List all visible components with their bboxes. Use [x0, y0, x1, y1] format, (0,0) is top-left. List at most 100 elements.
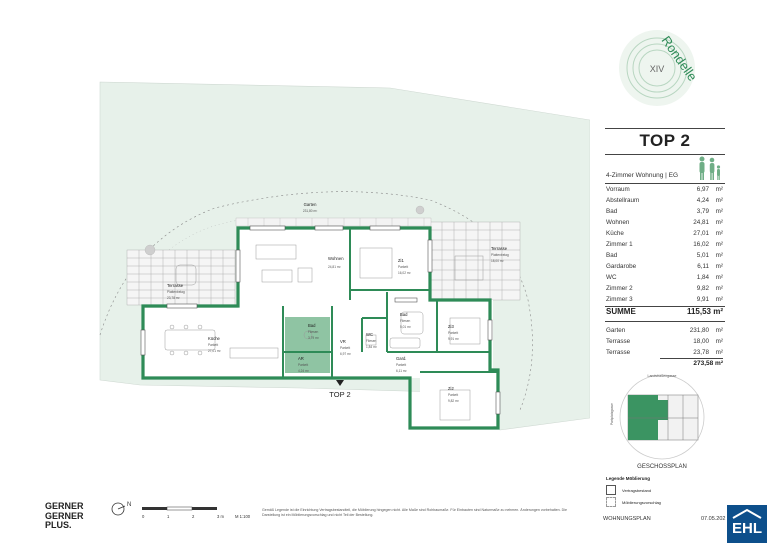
sum-label: SUMME	[606, 307, 636, 316]
room-name: Zimmer 2	[606, 285, 633, 292]
room-unit: m²	[715, 208, 723, 215]
room-name: Küche	[606, 230, 624, 237]
unit-subtitle: 4-Zimmer Wohnung | EG	[606, 172, 679, 179]
room-ar-highlight	[285, 353, 330, 373]
logo-numeral: XIV	[650, 64, 665, 74]
developer-logo: GERNER GERNER PLUS.	[45, 501, 84, 531]
legend-swatch-furniture	[606, 497, 616, 507]
outdoor-area: 18,00	[693, 338, 709, 345]
trees	[144, 205, 425, 256]
label-terrasse-left: Terrasse	[167, 283, 184, 288]
terrace-left	[126, 249, 236, 306]
label-ar: AR	[298, 356, 304, 361]
entrance-arrow-icon	[336, 380, 344, 386]
label-wc: WC	[366, 332, 373, 337]
room-unit: m²	[715, 296, 723, 303]
scale-ratio: M 1:100	[235, 514, 251, 519]
label-garten: Garten	[304, 202, 317, 207]
room-name: WC	[606, 274, 617, 281]
rondelle-logo: XIV Rondelle	[619, 30, 700, 106]
outdoor-unit: m²	[715, 338, 723, 345]
label-gard-sub: Parkett	[396, 363, 406, 367]
room-unit: m²	[715, 241, 723, 248]
label-bad1-area: 3,79 m²	[308, 336, 319, 340]
label-terrasse-right-area: 18,00 m²	[491, 259, 504, 263]
room-unit: m²	[715, 285, 723, 292]
room-row: Wohnen 24,81 m²	[606, 219, 723, 230]
room-area: 6,11	[697, 263, 709, 270]
legend-title: Legende Möblierung	[606, 476, 651, 481]
room-unit: m²	[715, 274, 723, 281]
developer-line: GERNER	[45, 501, 84, 511]
label-ar-sub: Parkett	[298, 363, 308, 367]
room-area: 24,81	[693, 219, 709, 226]
outdoor-total: 273,58 m²	[693, 360, 723, 367]
key-plan: Landstraßengasse Parkplatzgasse GESCHOSS…	[610, 374, 705, 470]
keyplan-caption: GESCHOSSPLAN	[637, 464, 687, 470]
ehl-logo-text: EHL	[732, 520, 762, 537]
label-zi1: Zi1	[398, 258, 404, 263]
developer-line: GERNER	[45, 510, 84, 521]
north-arrow-icon: N	[111, 502, 131, 516]
room-unit: m²	[715, 230, 723, 237]
room-name: Wohnen	[606, 219, 630, 226]
room-area: 27,01	[693, 230, 709, 237]
outdoor-total-rule	[660, 358, 723, 359]
outdoor-row: Garten 231,80 m²	[606, 327, 723, 338]
windows	[140, 225, 501, 415]
label-bad2-area: 5,01 m²	[400, 325, 411, 329]
developer-line: PLUS.	[45, 520, 72, 530]
label-terrasse-right: Terrasse	[491, 246, 508, 251]
label-bad2: Bad	[400, 312, 408, 317]
legend-swatch-contract	[606, 485, 616, 495]
sum-rule-bottom	[605, 321, 725, 322]
room-area: 16,02	[693, 241, 709, 248]
label-zi1-sub: Parkett	[398, 265, 408, 269]
outdoor-unit: m²	[715, 327, 723, 334]
label-vr: VR	[340, 339, 346, 344]
label-bad1-sub: Fliesen	[308, 330, 319, 334]
room-name: Zimmer 3	[606, 296, 633, 303]
room-row: Zimmer 2 9,82 m²	[606, 285, 723, 296]
label-terrasse-right-sub: Plattenbelag	[491, 253, 509, 257]
label-bad1: Bad	[308, 323, 316, 328]
doc-label: WOHNUNGSPLAN	[603, 516, 651, 522]
room-area: 9,82	[696, 285, 709, 292]
outdoor-area: 231,80	[689, 327, 709, 334]
scale-tick: 3 m	[217, 514, 224, 519]
label-garten-area: 231,80 m²	[303, 209, 317, 213]
label-zi2: Zi2	[448, 386, 454, 391]
outdoor-name: Garten	[606, 327, 626, 334]
label-gard-area: 6,11 m²	[396, 369, 407, 373]
room-area: 3,79	[696, 208, 709, 215]
outdoor-name: Terrasse	[606, 338, 631, 345]
label-bad2-sub: Fliesen	[400, 319, 411, 323]
outdoor-name: Terrasse	[606, 349, 631, 356]
scale-tick: 2	[192, 514, 195, 519]
label-vr-sub: Parkett	[340, 346, 350, 350]
keyplan-left-street: Parkplatzgasse	[610, 403, 614, 425]
room-name: Gardarobe	[606, 263, 637, 270]
scale-bar: 0 1 2 3 m M 1:100	[142, 506, 251, 519]
room-unit: m²	[715, 186, 723, 193]
label-kueche-area: 27,01 m²	[208, 349, 221, 353]
room-unit: m²	[715, 219, 723, 226]
room-row: Bad 3,79 m²	[606, 208, 723, 219]
room-name: Vorraum	[606, 186, 630, 193]
room-unit: m²	[715, 197, 723, 204]
room-area: 9,91	[696, 296, 709, 303]
label-zi3-sub: Parkett	[448, 331, 458, 335]
scale-tick: 1	[167, 514, 170, 519]
room-name: Bad	[606, 252, 618, 259]
label-zi2-area: 9,82 m²	[448, 399, 459, 403]
terrace-top	[235, 217, 432, 227]
label-zi3-area: 9,91 m²	[448, 337, 459, 341]
label-kueche-sub: Parkett	[208, 343, 218, 347]
room-name: Bad	[606, 208, 618, 215]
terrace-right	[429, 221, 521, 301]
label-zi2-sub: Parkett	[448, 393, 458, 397]
